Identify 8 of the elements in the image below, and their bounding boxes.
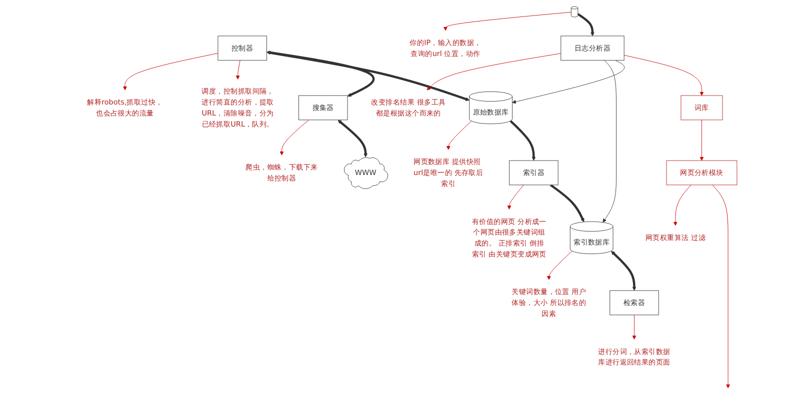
arrow — [577, 12, 594, 36]
node-cylinder — [570, 6, 578, 17]
arrow — [266, 50, 375, 96]
arrow — [550, 184, 584, 222]
arrow — [510, 120, 536, 160]
arrow — [611, 250, 636, 290]
arrow — [338, 119, 368, 157]
arrow — [266, 50, 470, 101]
